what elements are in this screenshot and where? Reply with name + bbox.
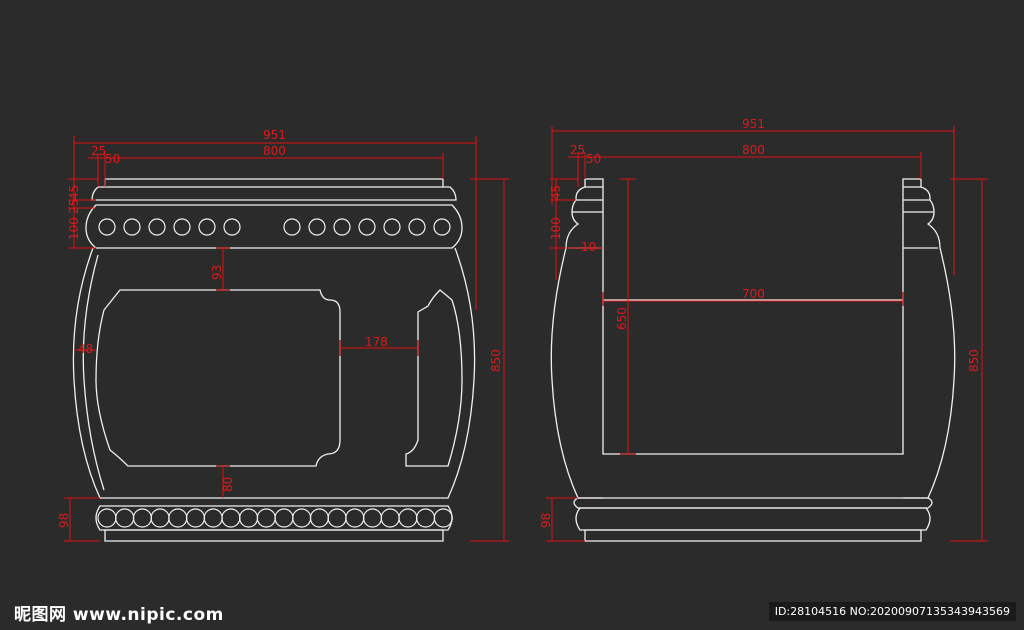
bead [221, 508, 241, 528]
front-dim-panel-gap: 178 [365, 335, 388, 349]
front-dim-rim-a: 45 [67, 185, 81, 200]
side-base [584, 529, 922, 542]
bead [362, 508, 383, 528]
side-lower-ring2 [575, 507, 931, 531]
front-bottom-beads [97, 508, 453, 528]
bead [256, 508, 276, 528]
side-dim-height: 850 [967, 349, 981, 372]
front-view: 951 800 25 50 45 25 100 93 48 178 [57, 128, 510, 542]
bead [327, 508, 347, 528]
front-lower-band [95, 505, 453, 531]
site-logo[interactable]: 昵图网 www.nipic.com [14, 605, 224, 625]
bead [274, 508, 294, 528]
side-lower-ring1 [573, 497, 933, 509]
front-base [104, 529, 444, 542]
side-dim-inner-width: 800 [742, 143, 765, 157]
side-left-inner [568, 186, 603, 249]
side-dim-cavity-width: 700 [742, 287, 765, 301]
side-dim-left-offset2: 50 [586, 152, 601, 166]
bead [132, 508, 152, 528]
cad-drawing: 951 800 25 50 45 25 100 93 48 178 [57, 117, 988, 542]
front-dim-left-offset2: 50 [105, 152, 120, 166]
bead [203, 508, 223, 528]
bead [185, 508, 206, 528]
bead [308, 218, 326, 236]
bead [292, 508, 312, 528]
front-upper-band [85, 204, 463, 249]
bead [433, 508, 453, 528]
front-dim-bottom-gap: 80 [221, 477, 235, 492]
bead [309, 508, 329, 528]
front-right-panel [405, 289, 463, 467]
bead [198, 218, 216, 236]
bead [283, 218, 301, 236]
front-top-beads [98, 218, 451, 236]
front-dim-side: 48 [78, 342, 93, 356]
front-left-panel [95, 289, 341, 467]
front-body-inner [82, 254, 105, 491]
bead [358, 218, 376, 236]
bead [98, 218, 116, 236]
side-dim-rim-c: 100 [549, 217, 563, 240]
side-dim-left-offset: 25 [570, 143, 585, 157]
bead [383, 218, 401, 236]
front-dim-left-offset: 25 [91, 144, 106, 158]
bead [398, 508, 418, 528]
bead [173, 218, 191, 236]
bead [380, 508, 400, 528]
side-view: 951 800 25 50 45 100 10 700 650 850 [539, 117, 988, 542]
bead [416, 508, 436, 528]
front-dim-base: 98 [57, 513, 71, 528]
side-right-inner [903, 186, 938, 249]
front-body-outline [72, 247, 476, 499]
front-dim-rim-c: 100 [67, 217, 81, 240]
side-left-wall [550, 178, 633, 499]
front-dim-rim-b: 25 [67, 199, 81, 214]
bead [333, 218, 351, 236]
side-dim-rim-a: 45 [549, 185, 563, 200]
bead [115, 508, 135, 528]
front-dim-top-gap: 93 [210, 265, 224, 280]
bead [408, 218, 426, 236]
bead [223, 218, 241, 236]
bead [148, 218, 166, 236]
side-dim-total-width: 951 [742, 117, 765, 131]
front-dim-height: 850 [489, 349, 503, 372]
front-dim-total-width: 951 [263, 128, 286, 142]
side-dim-base: 98 [539, 513, 553, 528]
side-right-wall [633, 178, 956, 499]
bead [168, 508, 188, 528]
side-dim-cavity-height: 650 [615, 307, 629, 330]
bead [97, 508, 117, 528]
bead [123, 218, 141, 236]
bead [239, 508, 259, 528]
side-dim-rim-d: 10 [581, 240, 596, 254]
front-dim-inner-width: 800 [263, 144, 286, 158]
image-id-label: ID:28104516 NO:20200907135343943569 [768, 602, 1016, 621]
bead [345, 508, 365, 528]
bead [150, 508, 170, 528]
front-top-cap [91, 178, 457, 201]
bead [433, 218, 451, 236]
